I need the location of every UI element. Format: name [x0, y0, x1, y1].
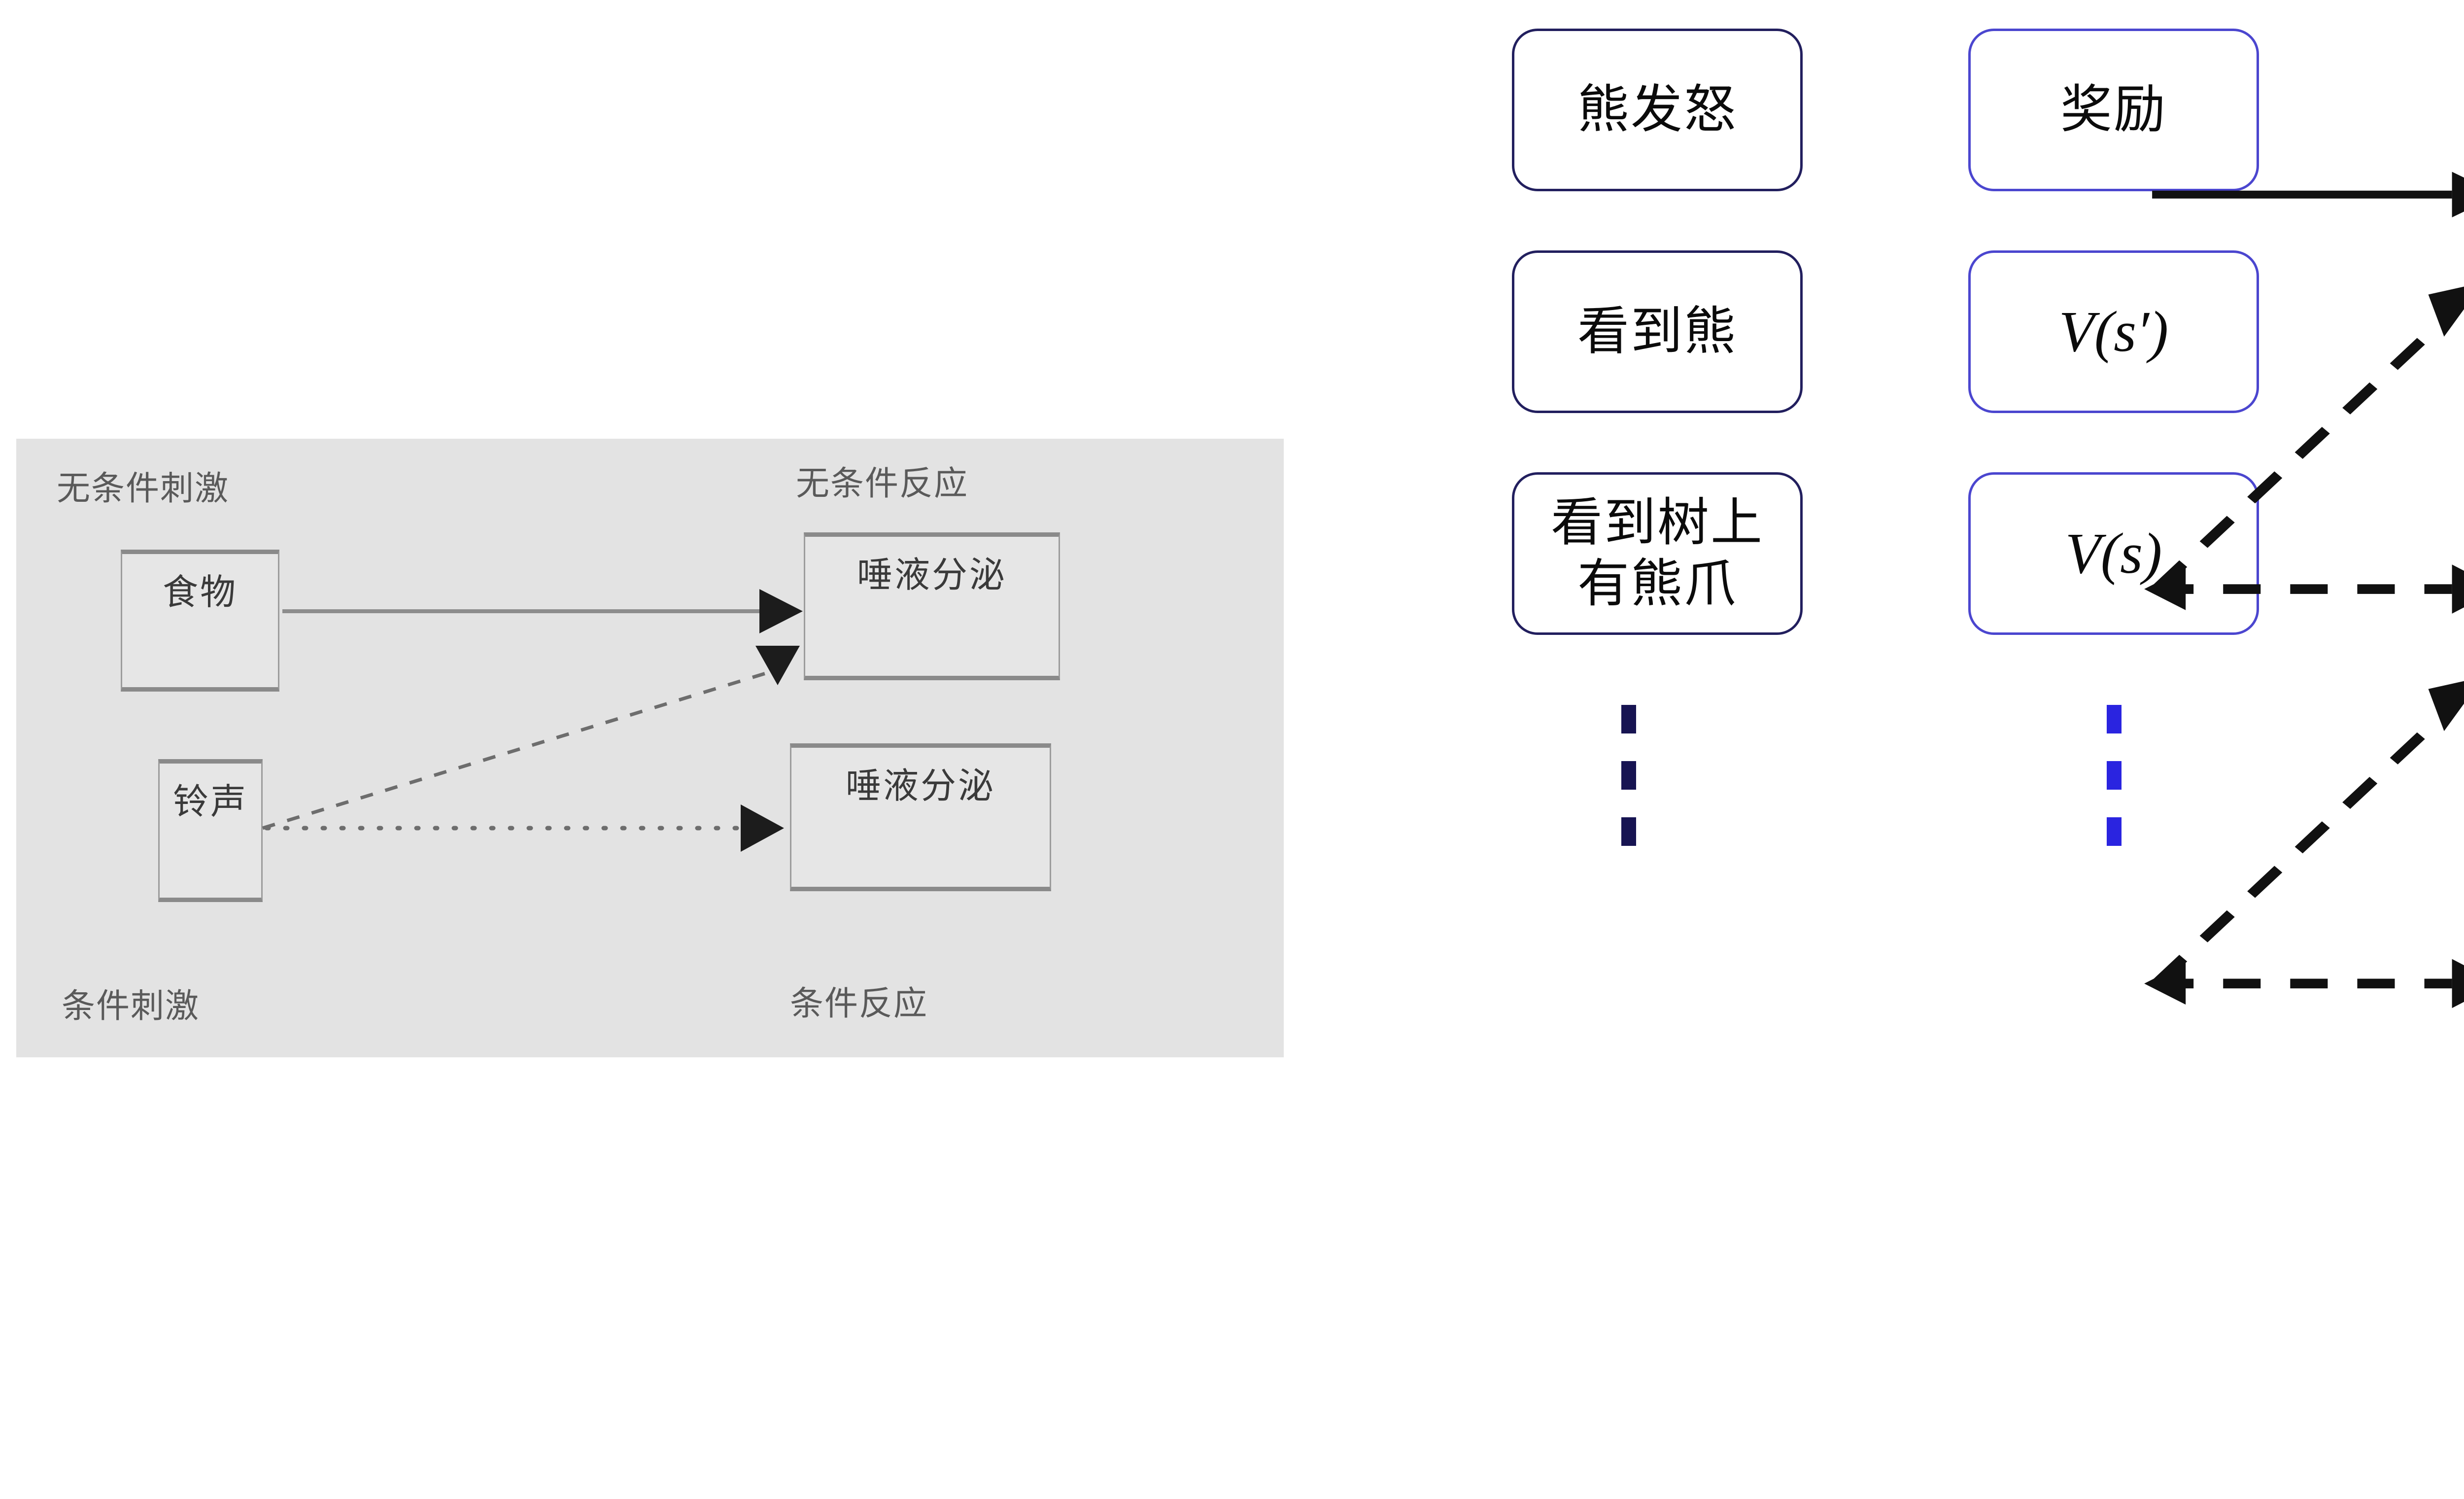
node-see-bear[interactable]: 看到熊	[1512, 250, 1803, 413]
arrow-bell-to-salivation-uncond-head	[755, 646, 800, 685]
box-salivation-unconditioned: 唾液分泌	[804, 532, 1060, 680]
node-see-claw[interactable]: 看到树上 有熊爪	[1512, 472, 1803, 635]
node-value-s[interactable]: V(s)	[1968, 472, 2259, 635]
node-value-s-prime-label: V(s′)	[2058, 299, 2169, 364]
box-salivation-unconditioned-label: 唾液分泌	[856, 556, 1007, 595]
label-unconditioned-stimulus: 无条件刺激	[57, 470, 230, 507]
node-bear-angry-label: 熊发怒	[1577, 81, 1737, 139]
arrow-see-bear-to-vsprime-head	[2452, 564, 2464, 614]
arrow-food-to-salivation-head	[759, 589, 803, 633]
ellipsis-dot	[2107, 705, 2122, 733]
right-column-ellipsis	[2107, 705, 2122, 846]
arrow-anger-to-reward-head	[2452, 172, 2464, 218]
node-value-s-prime[interactable]: V(s′)	[1968, 250, 2259, 413]
ellipsis-dot	[1621, 761, 1636, 790]
label-conditioned-stimulus: 条件刺激	[62, 987, 200, 1025]
classical-conditioning-panel: 无条件刺激 无条件反应 条件刺激 条件反应 食物 唾液分泌 铃声 唾液分泌	[16, 439, 1284, 1057]
box-bell-label: 铃声	[172, 782, 248, 822]
box-salivation-conditioned: 唾液分泌	[790, 743, 1051, 891]
right-diagram-arrows	[2144, 172, 2464, 1009]
arrow-see-claw-to-vs-head	[2452, 959, 2464, 1009]
ellipsis-dot	[2107, 817, 2122, 846]
box-bell: 铃声	[158, 759, 263, 902]
arrow-see-bear-to-reward-head	[2428, 286, 2464, 337]
label-unconditioned-response: 无条件反应	[796, 465, 969, 502]
left-panel-arrows	[262, 589, 803, 852]
node-see-claw-label-line2: 有熊爪	[1577, 555, 1737, 613]
node-reward-label: 奖励	[2060, 81, 2167, 139]
node-value-s-label: V(s)	[2065, 521, 2162, 586]
arrow-bell-to-salivation-cond-head	[741, 804, 784, 852]
box-salivation-conditioned-label: 唾液分泌	[845, 767, 995, 806]
box-food-label: 食物	[162, 573, 238, 612]
node-see-claw-label-line1: 看到树上	[1550, 494, 1764, 552]
node-bear-angry[interactable]: 熊发怒	[1512, 29, 1803, 191]
ellipsis-dot	[1621, 705, 1636, 733]
node-see-bear-label: 看到熊	[1577, 303, 1737, 361]
ellipsis-dot	[1621, 817, 1636, 846]
arrow-bell-to-salivation-uncond-line	[262, 668, 776, 830]
ellipsis-dot	[2107, 761, 2122, 790]
label-conditioned-response: 条件反应	[790, 985, 928, 1022]
rl-value-propagation-diagram: 熊发怒 看到熊 看到树上 有熊爪 奖励 V(s′) V(s)	[1454, 0, 2464, 1499]
left-column-ellipsis	[1621, 705, 1636, 846]
arrow-see-claw-to-vsprime-line	[2152, 699, 2460, 987]
arrow-see-claw-to-vsprime-tail-head	[2144, 962, 2186, 1005]
node-reward[interactable]: 奖励	[1968, 29, 2259, 191]
box-food: 食物	[121, 550, 279, 692]
arrow-see-claw-to-vsprime-head	[2428, 681, 2464, 732]
